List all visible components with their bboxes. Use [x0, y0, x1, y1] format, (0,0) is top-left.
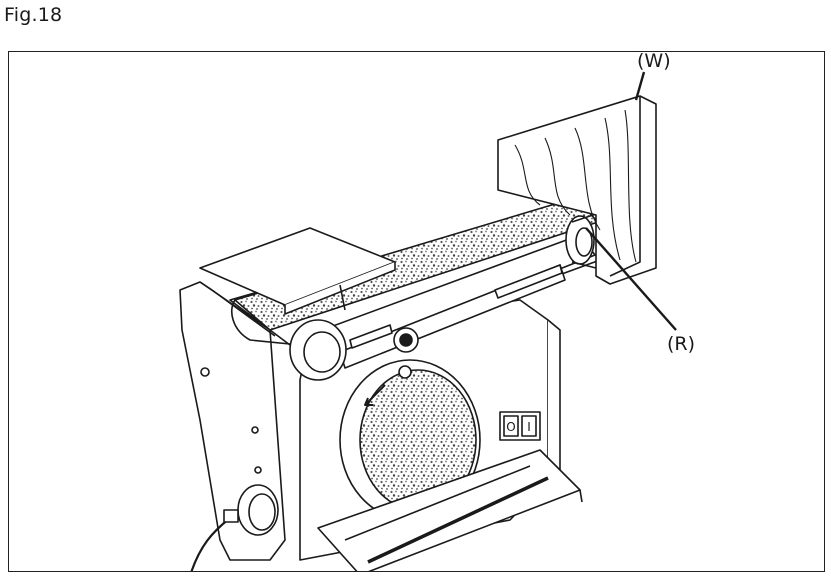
- power-cord: [190, 509, 239, 571]
- front-pulley: [289, 319, 347, 381]
- belt-work-table: [199, 227, 396, 315]
- disc-work-table: [317, 449, 583, 571]
- workpiece: [497, 95, 657, 285]
- callout-roller: (R): [667, 333, 696, 355]
- power-switch: O I: [499, 411, 541, 441]
- leader-lines: [585, 71, 677, 331]
- figure-title: Fig.18: [4, 4, 63, 26]
- switch-on-label: I: [527, 420, 531, 434]
- sanding-disc: [339, 359, 481, 521]
- switch-off-label: O: [506, 420, 515, 434]
- dust-port: [237, 484, 279, 536]
- callout-workpiece: (W): [637, 50, 671, 72]
